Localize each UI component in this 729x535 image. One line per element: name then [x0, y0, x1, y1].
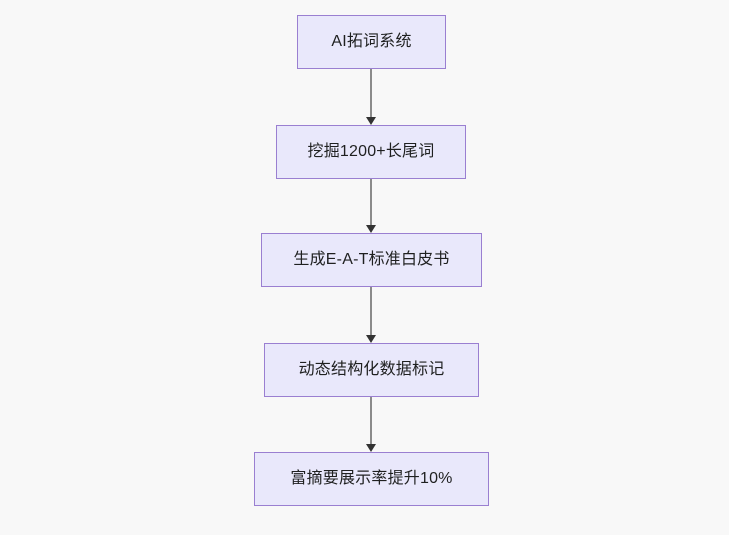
arrowhead-icon — [366, 444, 376, 452]
arrowhead-icon — [366, 225, 376, 233]
flowchart-node-dynamic-structured-data-markup[interactable]: 动态结构化数据标记 — [264, 343, 479, 397]
flowchart-node-generate-eat-whitepaper[interactable]: 生成E-A-T标准白皮书 — [261, 233, 482, 287]
flowchart-node-label: 富摘要展示率提升10% — [290, 470, 453, 487]
connector-line — [370, 287, 372, 336]
flowchart-node-label: 挖掘1200+长尾词 — [307, 143, 435, 160]
flowchart-node-label: AI拓词系统 — [331, 33, 412, 50]
connector-line — [370, 179, 372, 226]
flowchart-node-rich-snippet-rate-increase[interactable]: 富摘要展示率提升10% — [254, 452, 489, 506]
flowchart-node-mine-longtail-keywords[interactable]: 挖掘1200+长尾词 — [276, 125, 466, 179]
arrowhead-icon — [366, 117, 376, 125]
flowchart-node-label: 动态结构化数据标记 — [298, 361, 445, 378]
flowchart-node-ai-keyword-system[interactable]: AI拓词系统 — [297, 15, 446, 69]
flowchart-node-label: 生成E-A-T标准白皮书 — [293, 251, 450, 268]
connector-line — [370, 69, 372, 118]
arrowhead-icon — [366, 335, 376, 343]
connector-line — [370, 397, 372, 445]
